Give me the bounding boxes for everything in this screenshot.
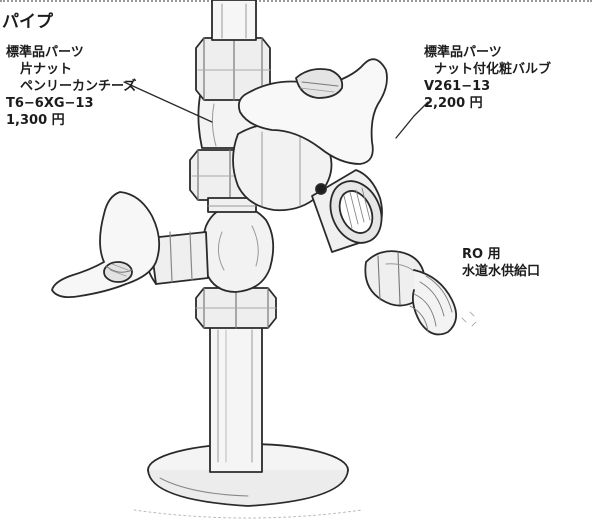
page-title: パイプ bbox=[2, 12, 53, 32]
lower-pipe bbox=[209, 315, 263, 473]
lower-nut bbox=[195, 287, 277, 329]
right-callout-leader bbox=[395, 101, 429, 139]
left-callout-model: T6−6XG−13 bbox=[6, 96, 94, 111]
ro-callout-title: RO 用 bbox=[462, 247, 501, 262]
top-edge-rule bbox=[0, 0, 592, 5]
right-callout-model: V261−13 bbox=[424, 79, 491, 94]
left-callout-subtype: 片ナット bbox=[20, 62, 73, 77]
left-callout-price: 1,300 円 bbox=[6, 113, 65, 128]
right-callout-category: 標準品パーツ bbox=[424, 45, 502, 60]
right-callout: 標準品パーツ ナット付化粧バルブ V261−13 2,200 円 bbox=[424, 44, 551, 112]
callout-leader-lines bbox=[123, 81, 429, 139]
left-callout-leader bbox=[123, 81, 213, 123]
left-callout: 標準品パーツ 片ナット ペンリーカンチーズ T6−6XG−13 1,300 円 bbox=[6, 44, 136, 129]
right-valve-handle bbox=[237, 58, 388, 165]
lower-valve-body bbox=[201, 204, 275, 293]
left-valve-handle bbox=[51, 191, 161, 299]
right-outlet-thread bbox=[311, 169, 383, 253]
ro-callout: RO 用 水道水供給口 bbox=[462, 246, 540, 280]
ro-callout-desc: 水道水供給口 bbox=[462, 264, 541, 279]
right-callout-name: ナット付化粧バルブ bbox=[434, 62, 552, 77]
top-riser-pipe bbox=[211, 0, 257, 41]
left-callout-name: ペンリーカンチーズ bbox=[20, 79, 137, 94]
left-callout-category: 標準品パーツ bbox=[6, 45, 84, 60]
ro-supply-fitting bbox=[364, 250, 477, 336]
right-callout-price: 2,200 円 bbox=[424, 96, 483, 111]
